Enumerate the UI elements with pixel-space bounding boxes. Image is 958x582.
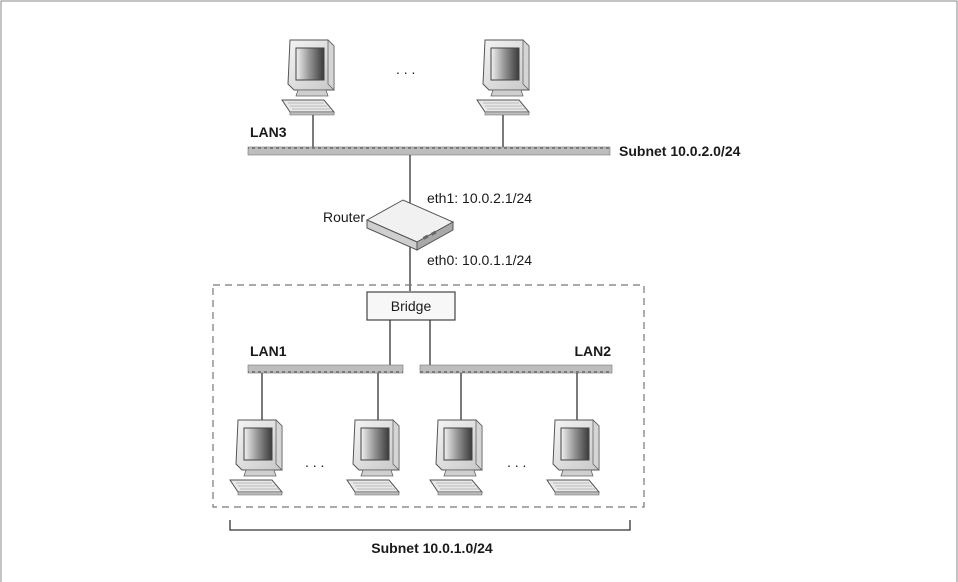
subnet-lower-label: Subnet 10.0.1.0/24	[371, 540, 493, 556]
router-icon	[365, 199, 455, 251]
lan3-cable	[247, 146, 611, 156]
router-label: Router	[323, 209, 365, 225]
lan2-label: LAN2	[574, 343, 611, 359]
subnet-upper-label: Subnet 10.0.2.0/24	[619, 143, 741, 159]
lan1-cable	[247, 364, 404, 374]
lan1-label: LAN1	[250, 343, 287, 359]
computer-icon	[281, 39, 335, 116]
bridge-label: Bridge	[391, 298, 432, 314]
computer-icon	[546, 419, 600, 496]
ellipsis-bottom-right: . . .	[507, 454, 526, 470]
eth0-label: eth0: 10.0.1.1/24	[427, 252, 532, 268]
lan3-label: LAN3	[250, 124, 287, 140]
eth1-label: eth1: 10.0.2.1/24	[427, 190, 532, 206]
lan2-cable	[419, 364, 613, 374]
ellipsis-bottom-left: . . .	[305, 454, 324, 470]
computer-icon	[346, 419, 400, 496]
computer-icon	[476, 39, 530, 116]
ellipsis-top: . . .	[396, 61, 415, 77]
computer-icon	[429, 419, 483, 496]
subnet-lower-bracket	[229, 520, 631, 531]
bridged-subnet-boundary	[212, 284, 645, 508]
computer-icon	[229, 419, 283, 496]
bridge-box	[366, 291, 456, 321]
